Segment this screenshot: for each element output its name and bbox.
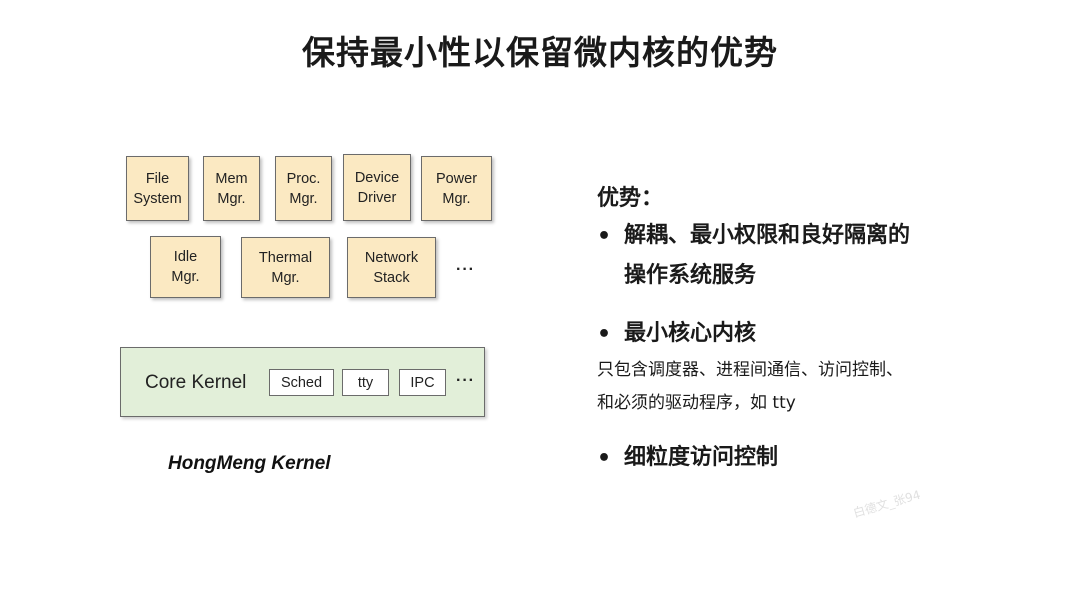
service-box-device-driver: Device Driver xyxy=(343,154,411,221)
minimal-core-description: 只包含调度器、进程间通信、访问控制、 xyxy=(597,360,903,380)
service-box-thermal-mgr: Thermal Mgr. xyxy=(241,237,330,298)
core-kernel-box: Core Kernel Sched tty IPC ··· xyxy=(120,347,485,417)
advantage-text-line: 解耦、最小权限和良好隔离的 xyxy=(624,223,911,248)
core-kernel-label: Core Kernel xyxy=(145,372,247,393)
advantages-heading: 优势： xyxy=(597,186,664,211)
service-label: Thermal Mgr. xyxy=(258,249,313,286)
more-modules-ellipsis: ··· xyxy=(456,372,475,389)
service-box-mem-mgr: Mem Mgr. xyxy=(203,156,260,221)
service-box-power-mgr: Power Mgr. xyxy=(421,156,492,221)
module-ipc: IPC xyxy=(399,369,446,396)
bullet-dot: • xyxy=(597,446,612,471)
service-box-file-system: File System xyxy=(126,156,189,221)
service-box-network-stack: Network Stack xyxy=(347,237,436,298)
service-label: Network Stack xyxy=(364,249,419,286)
service-label: Mem Mgr. xyxy=(215,170,248,207)
module-sched: Sched xyxy=(269,369,334,396)
minimal-core-description: 和必须的驱动程序，如 tty xyxy=(597,393,796,413)
service-label: Idle Mgr. xyxy=(171,249,200,285)
service-label: Proc. Mgr. xyxy=(286,170,321,207)
advantage-text-line: 操作系统服务 xyxy=(624,263,757,288)
bullet-dot: • xyxy=(597,322,612,347)
service-label: Device Driver xyxy=(354,169,400,206)
advantage-text-line: 细粒度访问控制 xyxy=(624,445,779,470)
kernel-caption: HongMeng Kernel xyxy=(168,453,331,474)
module-tty: tty xyxy=(342,369,389,396)
service-box-idle-mgr: Idle Mgr. xyxy=(150,236,221,298)
slide-title: 保持最小性以保留微内核的优势 xyxy=(302,33,778,72)
more-services-ellipsis: ··· xyxy=(456,261,475,278)
advantage-text-line: 最小核心内核 xyxy=(624,321,757,346)
service-label: Power Mgr. xyxy=(435,170,478,207)
service-label: File System xyxy=(133,170,182,207)
bullet-dot: • xyxy=(597,224,612,249)
service-box-proc-mgr: Proc. Mgr. xyxy=(275,156,332,221)
watermark: 白德文_张94 xyxy=(851,487,923,521)
